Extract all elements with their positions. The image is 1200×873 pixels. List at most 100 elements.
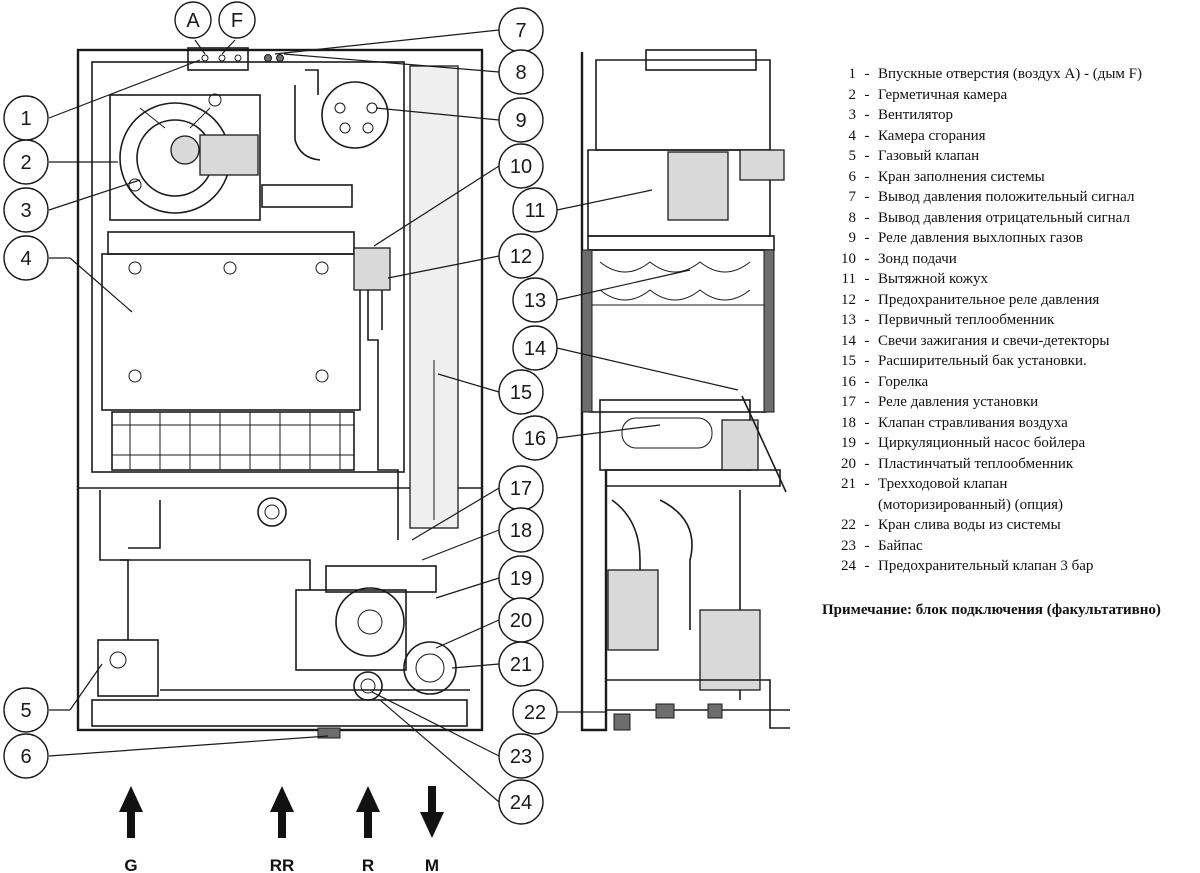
callout-4: 4	[3, 235, 49, 281]
svg-text:1: 1	[20, 108, 31, 130]
combustion-chamber	[101, 231, 361, 411]
primary-heat-exchanger	[589, 249, 767, 413]
callout-7: 7	[498, 7, 544, 53]
svg-text:6: 6	[20, 746, 31, 768]
legend-text: Реле давления установки	[878, 394, 1039, 410]
legend-number: 22	[841, 517, 856, 533]
legend-item: 21-Трехходовой клапан	[828, 474, 1200, 495]
callout-22: 22	[512, 689, 558, 735]
legend-item: 11-Вытяжной кожух	[828, 269, 1200, 290]
callout-15: 15	[498, 369, 544, 415]
legend-dash: -	[864, 148, 870, 164]
legend-number: 5	[848, 148, 857, 164]
arrow-up-icon	[270, 786, 294, 838]
svg-text:A: A	[186, 10, 200, 32]
flue-pressure-switch	[321, 81, 389, 149]
callout-24: 24	[498, 779, 544, 825]
legend-number: 23	[841, 537, 856, 554]
connection-label-g: G	[124, 856, 137, 873]
legend-item: 3-Вентилятор	[828, 105, 1200, 126]
legend-number: 1	[848, 66, 857, 82]
legend-dash: -	[864, 414, 870, 431]
circulation-pump	[295, 565, 437, 671]
legend-item: 2-Герметичная камера	[828, 85, 1200, 106]
legend-number: 11	[841, 271, 856, 287]
legend-item: 23-Байпас	[828, 536, 1200, 557]
legend-dash: -	[864, 230, 870, 246]
legend-dash: -	[864, 435, 870, 451]
gas-valve	[97, 639, 159, 697]
legend-text: Циркуляционный насос бойлера	[878, 435, 1086, 451]
legend-item: 19-Циркуляционный насос бойлера	[828, 433, 1200, 454]
svg-text:9: 9	[515, 110, 526, 132]
legend-dash: -	[864, 250, 870, 267]
side-view	[580, 49, 790, 732]
legend-item: 9-Реле давления выхлопных газов	[828, 228, 1200, 249]
connection-label-r: R	[362, 856, 374, 873]
legend-text: Клапан стравливания воздуха	[878, 414, 1068, 431]
arrow-up-icon	[356, 786, 380, 838]
legend-number: 19	[841, 435, 856, 451]
legend-number: 2	[848, 86, 857, 103]
sealed-chamber-side	[595, 59, 771, 151]
legend-item: 10-Зонд подачи	[828, 249, 1200, 270]
legend-number: 20	[841, 455, 856, 472]
legend-text: Газовый клапан	[878, 148, 980, 164]
legend-dash: -	[864, 476, 870, 492]
arrow-up-icon	[119, 786, 143, 838]
svg-text:8: 8	[515, 62, 526, 84]
legend-item: (моторизированный) (опция)	[828, 495, 1200, 516]
callouts: 1 2 3 4 5 6 A F 7 8 9 10 12 15 17 18 19 …	[3, 1, 558, 825]
legend-number: 17	[841, 394, 856, 410]
note: Примечание: блок подключения (факультати…	[822, 602, 1161, 618]
legend-dash: -	[864, 66, 870, 82]
svg-text:17: 17	[510, 478, 532, 500]
legend-text: (моторизированный) (опция)	[878, 496, 1064, 513]
legend-text: Впускные отверстия (воздух A) - (дым F)	[878, 66, 1143, 82]
svg-text:24: 24	[510, 792, 532, 814]
legend-dash: -	[864, 168, 870, 185]
callout-19: 19	[498, 555, 544, 601]
svg-text:13: 13	[524, 290, 546, 312]
legend-dash: -	[864, 332, 870, 349]
legend-item: 18-Клапан стравливания воздуха	[828, 413, 1200, 434]
legend-item: 17-Реле давления установки	[828, 392, 1200, 413]
callout-3: 3	[3, 187, 49, 233]
callout-2: 2	[3, 139, 49, 185]
legend-dash: -	[864, 127, 870, 144]
legend-dash: -	[864, 271, 870, 287]
callout-13: 13	[512, 277, 558, 323]
svg-text:14: 14	[524, 338, 546, 360]
callout-14: 14	[512, 325, 558, 371]
callout-18: 18	[498, 507, 544, 553]
legend-item: 15-Расширительный бак установки.	[828, 351, 1200, 372]
legend-dash: -	[864, 209, 870, 226]
callout-21: 21	[498, 641, 544, 687]
legend-text: Пластинчатый теплообменник	[878, 455, 1074, 472]
legend-text: Камера сгорания	[878, 127, 986, 144]
legend-text: Кран заполнения системы	[878, 168, 1045, 185]
connection-label-m: M	[425, 856, 439, 873]
legend-dash: -	[864, 558, 870, 574]
callout-F: F	[218, 1, 256, 39]
legend-text: Герметичная камера	[878, 86, 1008, 103]
arrow-down-icon	[420, 786, 444, 838]
callout-20: 20	[498, 597, 544, 643]
callout-6: 6	[3, 733, 49, 779]
legend-dash: -	[864, 537, 870, 554]
three-way-valve	[403, 641, 457, 695]
legend-number: 21	[841, 476, 856, 492]
callout-11: 11	[512, 187, 558, 233]
legend: 1-Впускные отверстия (воздух A) - (дым F…	[828, 64, 1200, 577]
legend-number: 9	[848, 230, 857, 246]
svg-text:2: 2	[20, 152, 31, 174]
legend-dash: -	[864, 353, 870, 369]
legend-number: 18	[841, 414, 856, 431]
legend-text: Байпас	[878, 537, 923, 554]
legend-text: Трехходовой клапан	[878, 476, 1008, 492]
legend-text: Предохранительное реле давления	[878, 291, 1100, 308]
connection-arrows: G RR R M	[119, 786, 444, 873]
legend-item: 20-Пластинчатый теплообменник	[828, 454, 1200, 475]
legend-dash: -	[864, 312, 870, 328]
